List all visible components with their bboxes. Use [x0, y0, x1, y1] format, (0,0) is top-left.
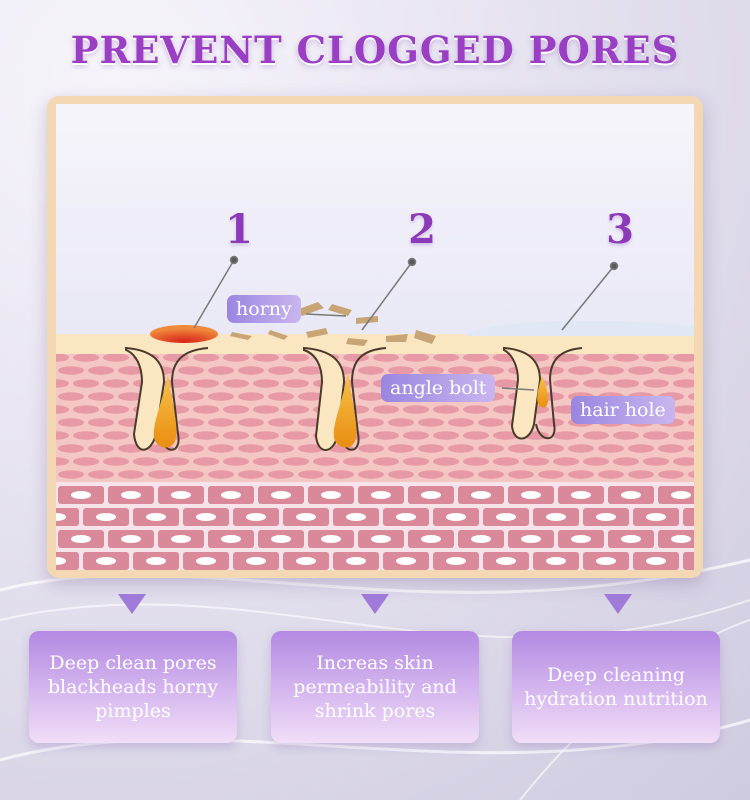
- arrow-down-icon: [604, 594, 632, 614]
- hydration-film: [466, 320, 694, 336]
- dermis-layer: [56, 482, 694, 570]
- follicle-3: [503, 346, 583, 440]
- label-horny: horny: [227, 295, 301, 323]
- step-number-2: 2: [408, 206, 436, 253]
- skin-diagram: [56, 104, 694, 570]
- arrow-down-icon: [118, 594, 146, 614]
- follicle-2: [303, 346, 387, 451]
- epidermis-surface: [56, 334, 694, 356]
- pimple: [150, 325, 218, 343]
- step-number-1: 1: [225, 206, 253, 253]
- step-caption-text: Deep cleaning hydration nutrition: [524, 664, 708, 710]
- step-caption-2: Increas skin permeability and shrink por…: [271, 631, 479, 743]
- label-angle-bolt: angle bolt: [381, 374, 496, 402]
- step-caption-3: Deep cleaning hydration nutrition: [512, 631, 720, 743]
- follicle-1: [125, 346, 209, 451]
- page-title: PREVENT CLOGGED PORES: [70, 28, 680, 72]
- label-hair-hole: hair hole: [571, 396, 675, 424]
- horny-flakes: [230, 302, 436, 346]
- leader-lines: [193, 255, 619, 391]
- step-caption-1: Deep clean pores blackheads horny pimple…: [29, 631, 237, 743]
- step-caption-text: Increas skin permeability and shrink por…: [293, 652, 457, 722]
- step-caption-text: Deep clean pores blackheads horny pimple…: [47, 652, 219, 722]
- step-number-3: 3: [606, 206, 634, 253]
- arrow-down-icon: [361, 594, 389, 614]
